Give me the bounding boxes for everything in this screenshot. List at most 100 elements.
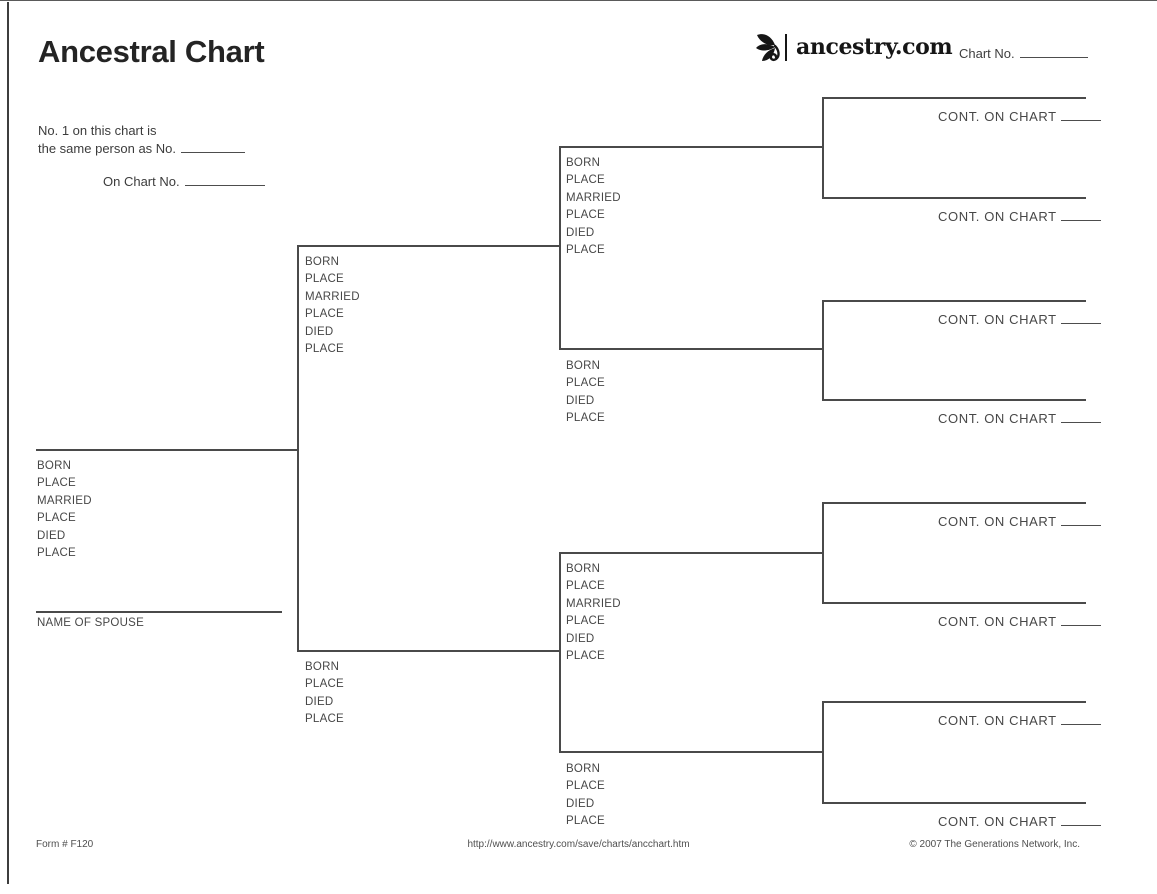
field-label: MARRIED (37, 494, 92, 507)
gen3-maternal-bracket-line (559, 552, 561, 752)
cont-on-chart-field: CONT. ON CHART (938, 411, 1101, 426)
field-label: PLACE (305, 273, 344, 286)
field-label: PLACE (37, 512, 76, 525)
cont-chart-no-blank (1060, 713, 1101, 725)
spouse-name-label: NAME OF SPOUSE (37, 617, 145, 629)
field-label: PLACE (566, 580, 605, 593)
cont-on-chart-field: CONT. ON CHART (938, 209, 1101, 224)
field-label: PLACE (37, 477, 76, 490)
field-label: PLACE (566, 815, 605, 828)
copyright-notice: © 2007 The Generations Network, Inc. (909, 839, 1080, 850)
chart-no-label: Chart No. (959, 46, 1015, 61)
cont-on-chart-field: CONT. ON CHART (938, 713, 1101, 728)
field-label: PLACE (566, 174, 605, 187)
ancestor-name-line (822, 701, 1086, 703)
field-label: PLACE (305, 343, 344, 356)
person-1-name-line (36, 449, 298, 451)
field-label: BORN (305, 661, 340, 673)
cont-on-chart-label: CONT. ON CHART (938, 411, 1057, 426)
gen4-bracket-line (822, 701, 824, 803)
field-label: MARRIED (305, 290, 360, 303)
page-title: Ancestral Chart (38, 34, 265, 69)
chart-no-field: Chart No. (959, 46, 1088, 61)
cont-on-chart-label: CONT. ON CHART (938, 713, 1057, 728)
page-border-top (0, 0, 1157, 1)
field-label: DIED (37, 529, 66, 542)
field-label: PLACE (566, 412, 605, 425)
mother-fields: BORN PLACE DIED PLACE (305, 659, 344, 729)
field-label: BORN (566, 563, 601, 575)
cont-on-chart-label: CONT. ON CHART (938, 814, 1057, 829)
field-label: PLACE (305, 308, 344, 321)
form-number: Form # F120 (36, 839, 94, 850)
father-name-line (297, 245, 560, 247)
cont-on-chart-field: CONT. ON CHART (938, 514, 1101, 529)
cont-on-chart-label: CONT. ON CHART (938, 209, 1057, 224)
field-label: BORN (566, 360, 601, 372)
ancestor-name-line (822, 300, 1086, 302)
maternal-grandmother-fields: BORN PLACE DIED PLACE (566, 761, 605, 831)
gen4-bracket-line (822, 502, 824, 603)
field-label: DIED (566, 632, 595, 645)
ancestry-logo-text: ancestry.com (796, 34, 953, 60)
source-url: http://www.ancestry.com/save/charts/ancc… (467, 839, 690, 850)
chart-no-blank (1019, 46, 1088, 58)
field-label: MARRIED (566, 597, 621, 610)
field-label: DIED (566, 226, 595, 239)
ancestor-name-line (822, 399, 1086, 401)
field-label: DIED (305, 325, 334, 338)
field-label: BORN (566, 763, 601, 775)
gen4-bracket-line (822, 300, 824, 400)
maternal-grandmother-name-line (559, 751, 823, 753)
field-label: PLACE (566, 377, 605, 390)
cont-chart-no-blank (1060, 614, 1101, 626)
field-label: MARRIED (566, 191, 621, 204)
on-chart-no-blank (184, 174, 265, 186)
cont-on-chart-field: CONT. ON CHART (938, 814, 1101, 829)
field-label: PLACE (37, 547, 76, 560)
gen4-bracket-line (822, 97, 824, 198)
cont-on-chart-label: CONT. ON CHART (938, 514, 1057, 529)
field-label: PLACE (305, 713, 344, 726)
maternal-grandfather-name-line (559, 552, 823, 554)
note-line-2: the same person as No. (38, 141, 177, 156)
ancestry-leaf-icon (756, 34, 787, 61)
note-line-3: On Chart No. (103, 174, 180, 189)
cont-on-chart-field: CONT. ON CHART (938, 614, 1101, 629)
spouse-name-line (36, 611, 282, 613)
field-label: BORN (305, 256, 340, 268)
cont-chart-no-blank (1060, 411, 1101, 423)
ancestry-logo: ancestry.com (755, 30, 953, 64)
field-label: DIED (566, 394, 595, 407)
person-1-fields: BORN PLACE MARRIED PLACE DIED PLACE (37, 458, 92, 562)
gen2-bracket-line (297, 245, 299, 652)
ancestor-name-line (822, 197, 1086, 199)
field-label: DIED (566, 797, 595, 810)
ancestor-name-line (822, 602, 1086, 604)
ancestor-name-line (822, 502, 1086, 504)
same-person-no-blank (181, 141, 246, 153)
field-label: PLACE (566, 209, 605, 222)
ancestor-name-line (822, 97, 1086, 99)
field-label: PLACE (566, 780, 605, 793)
field-label: PLACE (305, 678, 344, 691)
field-label: PLACE (566, 650, 605, 663)
page-border-left (7, 2, 9, 884)
cont-chart-no-blank (1060, 209, 1101, 221)
cont-chart-no-blank (1060, 514, 1101, 526)
on-chart-no-field: On Chart No. (103, 174, 265, 189)
ancestor-name-line (822, 802, 1086, 804)
cont-chart-no-blank (1060, 109, 1101, 121)
field-label: DIED (305, 695, 334, 708)
father-fields: BORN PLACE MARRIED PLACE DIED PLACE (305, 254, 360, 358)
paternal-grandmother-fields: BORN PLACE DIED PLACE (566, 358, 605, 428)
cont-on-chart-label: CONT. ON CHART (938, 614, 1057, 629)
cont-on-chart-field: CONT. ON CHART (938, 312, 1101, 327)
cont-chart-no-blank (1060, 814, 1101, 826)
paternal-grandmother-name-line (559, 348, 823, 350)
paternal-grandfather-name-line (559, 146, 823, 148)
field-label: BORN (37, 460, 72, 472)
